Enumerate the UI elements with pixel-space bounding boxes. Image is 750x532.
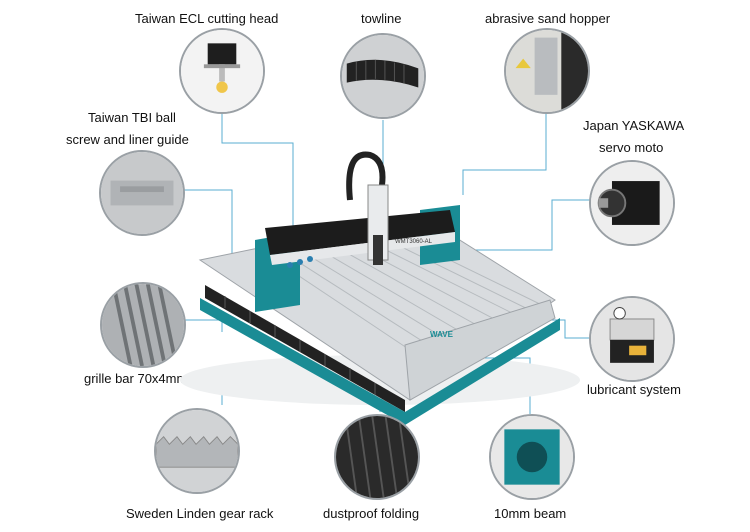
- label-ball-screw-line1: Taiwan TBI ball: [88, 110, 176, 125]
- servo-motor-detail: [589, 160, 675, 246]
- ball-screw-detail: [99, 150, 185, 236]
- sand-hopper-detail: [504, 28, 590, 114]
- label-servo-line2: servo moto: [599, 140, 664, 155]
- beam-detail: [489, 414, 575, 500]
- label-beam: 10mm beam: [494, 506, 567, 521]
- label-dustproof: dustproof folding: [323, 506, 420, 521]
- cutting-head-detail: [179, 28, 265, 114]
- label-gear-rack: Sweden Linden gear rack: [126, 506, 274, 521]
- label-grille-bar: grille bar 70x4mm: [84, 371, 188, 386]
- waterjet-machine: [180, 151, 580, 425]
- label-cutting-head: Taiwan ECL cutting head: [135, 11, 279, 26]
- gear-rack-detail: [154, 408, 240, 494]
- label-servo-line1: Japan YASKAWA: [583, 118, 685, 133]
- towline-detail: [340, 33, 426, 119]
- label-lubricant: lubricant system: [587, 382, 681, 397]
- grille-bar-detail: [100, 282, 186, 368]
- lubricant-detail: [589, 296, 675, 382]
- model-plate: WMT3060-AL: [395, 239, 433, 245]
- brand-plate: WAVE: [430, 330, 454, 339]
- label-ball-screw-line2: screw and liner guide: [66, 132, 189, 147]
- dustproof-folding-detail: [334, 414, 420, 500]
- label-sand-hopper: abrasive sand hopper: [485, 11, 611, 26]
- label-towline: towline: [361, 11, 402, 26]
